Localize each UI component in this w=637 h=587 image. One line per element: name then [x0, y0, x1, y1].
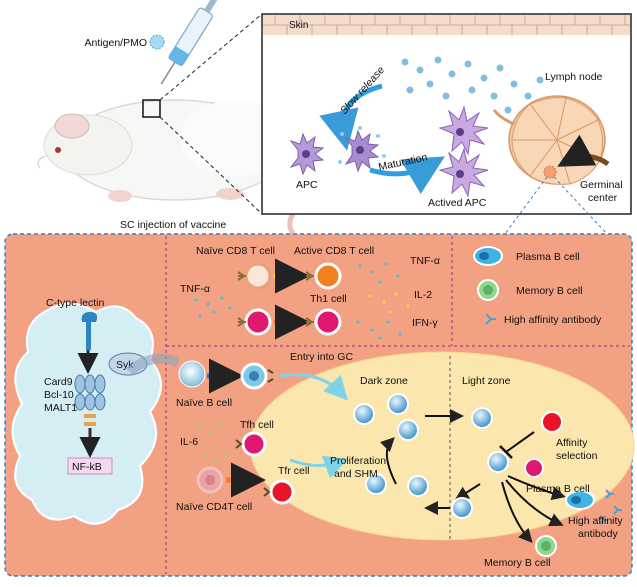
legend-plasma-label: Plasma B cell — [516, 251, 580, 263]
il6-dots — [198, 422, 228, 464]
injection-site-box — [142, 99, 161, 118]
activated-apc-icon — [438, 105, 489, 198]
output-antibody-label-2: antibody — [578, 528, 618, 540]
proliferation-label-2: and SHM — [334, 468, 378, 480]
output-memory-b-icon — [535, 535, 557, 557]
germinal-center-label-1: Germinal — [580, 179, 623, 191]
dark-zone-b-cells — [353, 393, 429, 497]
output-plasma-label: Plasma B cell — [526, 483, 590, 495]
naive-cd8-label: Naïve CD8 T cell — [196, 245, 275, 257]
entry-gc-label: Entry into GC — [290, 351, 353, 363]
naive-cd8-cell-icon — [237, 262, 272, 290]
germinal-center-section: Dark zone Light zone Entry into GC Naïve… — [176, 351, 635, 569]
apc-signaling-cell: Syk NF-kB C-type lectin Card9 Bcl-10 MAL… — [11, 297, 162, 525]
released-antigen-dots — [401, 56, 544, 114]
t-cell-section: Naïve CD8 T cell Active CD8 T cell TNF-α… — [180, 245, 440, 340]
th1-label: Th1 cell — [310, 293, 347, 305]
th1-cell-icon — [305, 308, 342, 336]
proliferation-label-1: Proliferation — [330, 455, 386, 467]
cytokine-dots-right — [356, 262, 410, 340]
active-cd8-cell-icon — [305, 262, 342, 290]
antigen-label: Antigen/PMO — [85, 37, 147, 49]
antibody-legend-icon — [485, 313, 496, 325]
lymph-node-label: Lymph node — [545, 71, 603, 83]
cytokine-il2: IL-2 — [414, 289, 432, 301]
dark-zone-label: Dark zone — [360, 375, 408, 387]
light-zone-label: Light zone — [462, 375, 511, 387]
germinal-center-spot — [543, 165, 557, 179]
naive-b-cell-icon — [240, 362, 274, 390]
naive-b-label: Naïve B cell — [176, 397, 232, 409]
affinity-label-1: Affinity — [556, 437, 588, 449]
adapter-malt1: MALT1 — [44, 402, 77, 414]
output-antibody-label-1: High affinity — [568, 515, 623, 527]
adapter-card9: Card9 — [44, 376, 73, 388]
tnf-alpha-left-label: TNF-α — [180, 283, 210, 295]
germinal-center-label-2: center — [588, 192, 618, 204]
legend-antibody-label: High affinity antibody — [504, 314, 602, 326]
cytokine-ifn-gamma: IFN-γ — [412, 317, 438, 329]
tfr-cell-icon — [263, 479, 295, 505]
apc-label: APC — [296, 179, 318, 191]
affinity-selection-cell-icon — [541, 411, 563, 433]
tfr-label: Tfr cell — [278, 465, 310, 477]
cytokine-tnf-alpha: TNF-α — [410, 255, 440, 267]
apc-icon — [289, 132, 325, 176]
legend-memory-label: Memory B cell — [516, 285, 583, 297]
affinity-label-2: selection — [556, 450, 598, 462]
lymph-node-inset: Skin Lymph node Slow release APC Mat — [261, 13, 632, 215]
slow-release-arrow — [319, 83, 383, 151]
antigen-cluster-icon — [178, 360, 206, 388]
injection-caption: SC injection of vaccine — [120, 219, 226, 231]
germinal-center-arrow — [557, 134, 610, 167]
active-cd8-label: Active CD8 T cell — [294, 245, 374, 257]
naive-cd4-label: Naïve CD4T cell — [176, 501, 252, 513]
nfkb-label: NF-kB — [72, 461, 102, 473]
output-memory-label: Memory B cell — [484, 557, 551, 569]
maturation-arrow — [369, 156, 445, 194]
cell-legend: Plasma B cell Memory B cell High affinit… — [473, 246, 602, 326]
th0-cell-icon — [237, 308, 272, 336]
il6-label: IL-6 — [180, 436, 198, 448]
tfh-cell-icon — [235, 431, 267, 457]
naive-cd4-cell-icon — [196, 466, 224, 494]
output-antibody-icon — [599, 489, 622, 525]
c-type-lectin-label: C-type lectin — [46, 297, 105, 309]
adapter-bcl10: Bcl-10 — [44, 389, 74, 401]
skin-label: Skin — [289, 20, 308, 31]
tfh-label: Tfh cell — [240, 419, 274, 431]
antigen-particle-icon — [149, 34, 165, 50]
cytokine-dots-left — [194, 296, 232, 318]
tfh-contact-cell-icon — [524, 458, 544, 478]
activated-apc-label: Actived APC — [428, 197, 487, 209]
output-plasma-b-icon — [565, 490, 595, 510]
